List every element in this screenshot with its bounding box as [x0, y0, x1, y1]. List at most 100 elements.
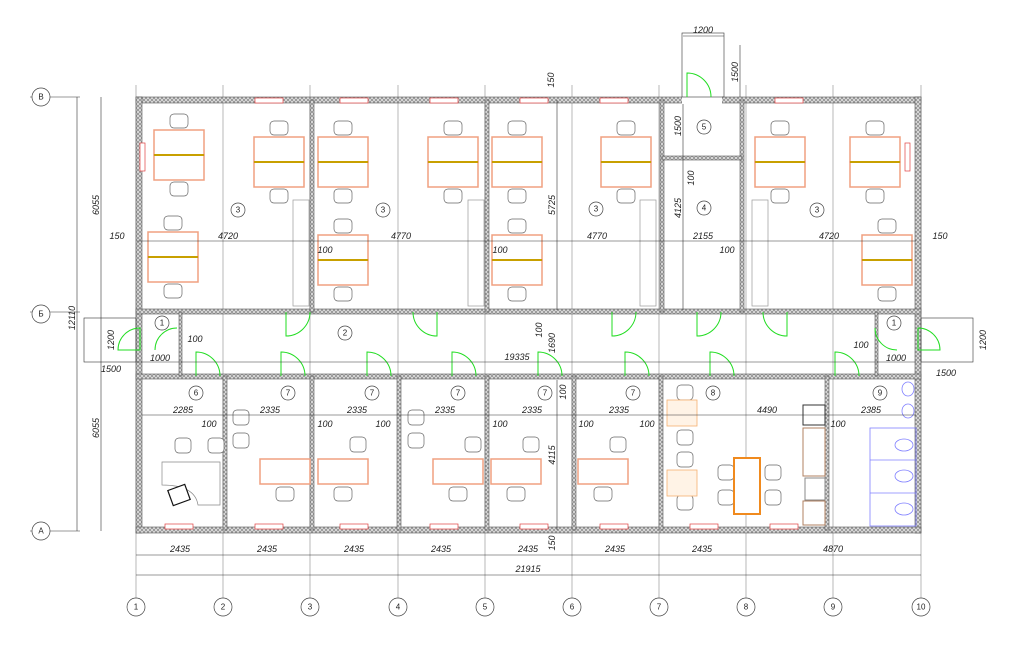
axis-col-marker: 6 [562, 597, 582, 617]
chair [207, 437, 225, 454]
dim-label: 2335 [434, 405, 456, 415]
svg-text:8: 8 [711, 389, 716, 398]
desk [491, 234, 543, 261]
chair [507, 286, 527, 302]
svg-text:7: 7 [456, 389, 461, 398]
svg-text:5: 5 [702, 123, 707, 132]
chair [333, 218, 353, 234]
chair [676, 384, 694, 401]
dim-label: 1500 [730, 62, 740, 82]
chair [443, 188, 463, 204]
radiator [339, 97, 369, 104]
room-number: 3 [375, 202, 391, 218]
room-number: 9 [872, 385, 888, 401]
desk [153, 154, 205, 181]
wardrobe [639, 199, 657, 307]
chair [407, 409, 425, 426]
desk [861, 234, 913, 261]
room-number: 7 [625, 385, 641, 401]
svg-text:2: 2 [221, 603, 226, 612]
desk [317, 458, 369, 485]
wc-fixtures [869, 381, 917, 527]
desk [427, 161, 479, 188]
chair [506, 486, 526, 502]
desk [754, 161, 806, 188]
dim-label: 100 [686, 170, 696, 185]
chair [333, 286, 353, 302]
room-number: 7 [364, 385, 380, 401]
room-number: 7 [450, 385, 466, 401]
axis-col-marker: 5 [475, 597, 495, 617]
chair [269, 188, 289, 204]
porches [83, 32, 974, 363]
dim-label: 12110 [67, 306, 77, 330]
dim-label: 2435 [430, 544, 452, 554]
svg-text:9: 9 [878, 389, 883, 398]
desk [253, 136, 305, 163]
dim-label: 1500 [936, 368, 956, 378]
chair [877, 218, 897, 234]
dim-label: 100 [558, 384, 568, 399]
room-number: 1 [154, 315, 170, 331]
desk [317, 136, 369, 163]
svg-text:3: 3 [236, 206, 241, 215]
wardrobe [292, 199, 310, 307]
door-swing [412, 311, 438, 337]
desk [754, 136, 806, 163]
dim-label: 1000 [886, 353, 906, 363]
door-swing [917, 327, 941, 351]
desk [600, 161, 652, 188]
dim-label: 4770 [391, 231, 411, 241]
chair [865, 188, 885, 204]
room-numbers: 3 3 3 3 5 4 1 1 2 6 7 7 7 7 7 8 9 [154, 119, 902, 401]
radiator [254, 523, 284, 530]
furniture [139, 97, 913, 530]
door-swing [280, 351, 306, 377]
dim-label: 1500 [673, 116, 683, 136]
svg-text:Б: Б [38, 310, 43, 319]
door-swing [834, 351, 860, 377]
dim-label: 100 [830, 419, 845, 429]
axis-col-marker: 9 [823, 597, 843, 617]
radiator [774, 97, 804, 104]
door-swing [285, 311, 311, 337]
axis-col-marker: 8 [736, 597, 756, 617]
desk [491, 161, 543, 188]
dim-label: 2435 [169, 544, 191, 554]
dim-label: 100 [639, 419, 654, 429]
desk [317, 259, 369, 286]
room-number: 7 [537, 385, 553, 401]
chair [865, 120, 885, 136]
chair [333, 120, 353, 136]
dim-label: 100 [853, 340, 868, 350]
dim-label: 2385 [860, 405, 882, 415]
room-number: 8 [705, 385, 721, 401]
chair [522, 436, 540, 453]
axis-markers: 1 2 3 4 5 6 7 8 9 10 В Б А [31, 87, 931, 617]
dim-label: 1000 [150, 353, 170, 363]
dim-label: 4720 [819, 231, 839, 241]
chair [232, 409, 250, 426]
dim-label: 100 [578, 419, 593, 429]
radiator [429, 523, 459, 530]
desk [490, 458, 542, 485]
office-chair [167, 483, 191, 507]
dim-label: 150 [109, 231, 124, 241]
door-swing [195, 351, 221, 377]
svg-text:3: 3 [381, 206, 386, 215]
dim-label: 2335 [521, 405, 543, 415]
chair [333, 188, 353, 204]
chair [616, 120, 636, 136]
chair [770, 188, 790, 204]
axis-col-marker: 1 [126, 597, 146, 617]
dim-label: 100 [317, 419, 332, 429]
door-swing [117, 327, 141, 351]
radiator [254, 97, 284, 104]
room-number: 2 [337, 325, 353, 341]
svg-text:7: 7 [631, 389, 636, 398]
axis-col-marker: 10 [911, 597, 931, 617]
svg-text:1: 1 [160, 319, 165, 328]
svg-text:6: 6 [194, 389, 199, 398]
svg-text:8: 8 [744, 603, 749, 612]
dim-label: 1200 [106, 330, 116, 350]
